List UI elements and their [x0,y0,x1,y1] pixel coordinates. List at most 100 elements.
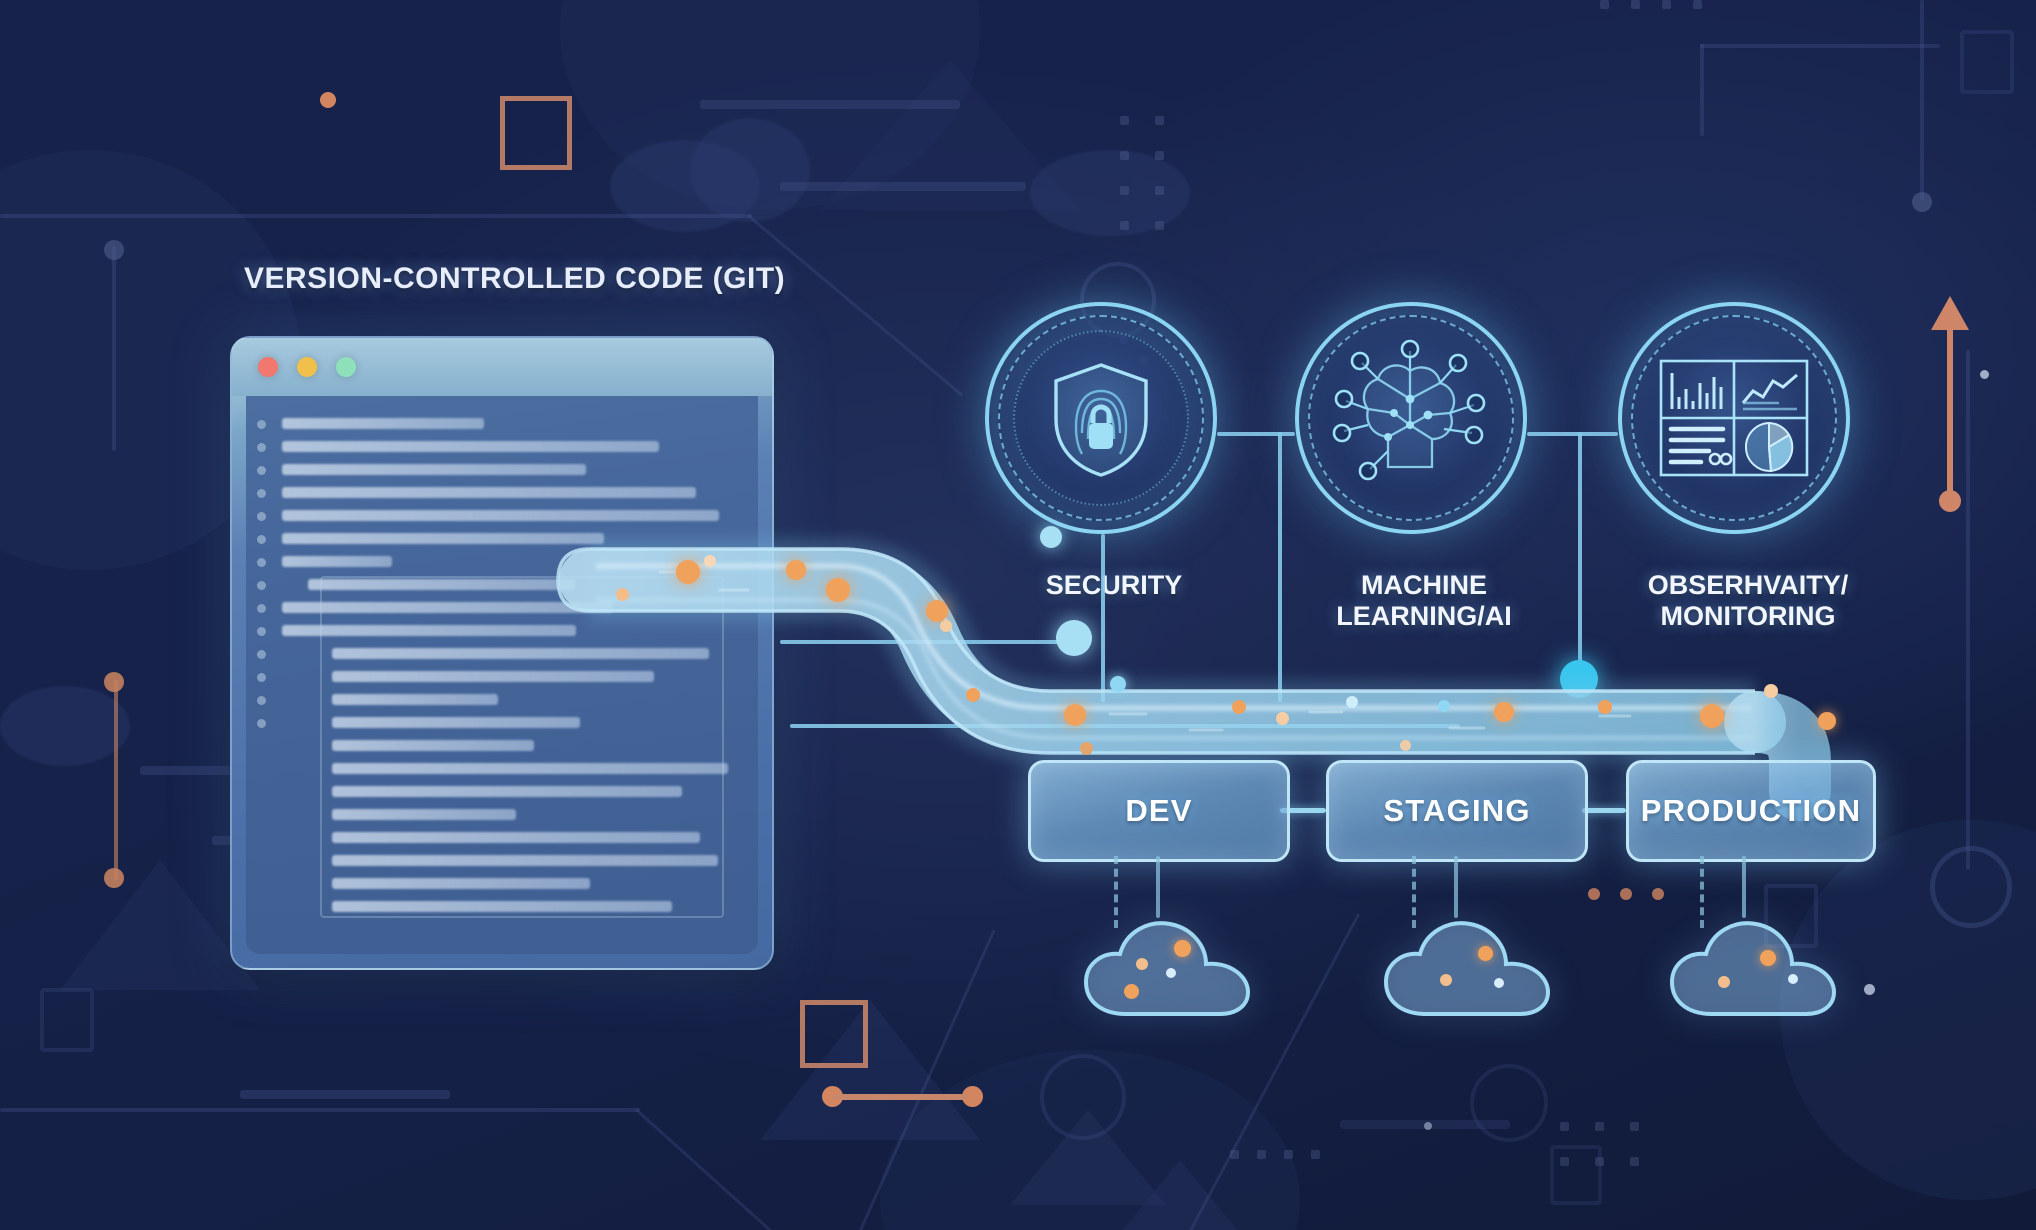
circuit-trace [1966,350,1970,870]
data-particle [926,600,948,622]
pipeline-stage-staging[interactable]: STAGING [1326,760,1588,862]
circuit-trace [112,246,116,451]
data-particle [1232,700,1246,714]
decor-orange-connector [832,1094,968,1100]
connector-endpoint [1560,660,1598,698]
code-line [282,418,485,429]
connector-endpoint [1040,526,1062,548]
neural-brain-icon [1295,302,1527,534]
code-gutter [246,396,276,954]
circuit-node-ring [1930,846,2012,928]
circuit-trace [1700,44,1940,48]
circuit-node-dot [104,672,124,692]
pipeline-stage-dev[interactable]: DEV [1028,760,1290,862]
decor-orange-square [500,96,572,170]
decor-text-bar [240,1090,450,1099]
arrow-up-icon [1930,296,1970,512]
maximize-icon[interactable] [336,357,356,377]
code-line [332,878,590,889]
decor-cloud-shape [0,686,130,766]
circuit-trace [1700,44,1704,136]
circuit-trace [1920,0,1924,200]
code-editor-window[interactable] [230,336,774,970]
window-titlebar [232,338,772,396]
icon-connector [1217,432,1295,436]
icon-connector [1527,432,1618,436]
decor-cloud-shape [610,140,760,232]
code-line [282,625,577,636]
stage-cloud-link [1742,856,1746,918]
code-line [282,602,614,613]
data-particle [940,620,952,632]
code-line [282,556,393,567]
decor-text-bar [700,100,960,109]
decor-orange-dot [962,1086,983,1107]
decor-text-bar [780,182,1026,191]
decor-text-bar [1340,1120,1510,1129]
decor-orange-dot [822,1086,843,1107]
stage-connector [1582,808,1626,813]
data-particle [966,688,980,702]
data-particle [704,555,716,567]
data-particle [1438,700,1450,712]
code-line [332,671,654,682]
cloud-icon-production[interactable] [1664,906,1854,1026]
icon-connector [1278,432,1282,702]
code-line [332,855,719,866]
icon-connector [790,724,1460,728]
data-particle [826,578,850,602]
code-area[interactable] [246,396,758,954]
minimize-icon[interactable] [297,357,317,377]
decor-triangle [1090,1160,1270,1230]
code-line [308,579,575,590]
circuit-trace [858,929,996,1230]
cloud-particle [1718,976,1730,988]
capability-label-observability: OBSERHVAITY/ MONITORING [1647,570,1849,632]
cloud-particle [1166,968,1176,978]
pipeline-stage-label: PRODUCTION [1640,793,1862,828]
icon-dotted-ring [1013,330,1189,506]
decor-orange-dot [1588,888,1600,900]
close-icon[interactable] [258,357,278,377]
capability-icon-observability[interactable] [1618,302,1850,534]
data-particle [1080,742,1093,755]
capability-label-machine-learning: MACHINE LEARNING/AI [1336,570,1512,632]
stage-cloud-link [1412,856,1420,928]
cloud-icon-staging[interactable] [1378,906,1568,1026]
cloud-particle [1136,958,1148,970]
circuit-trace [0,214,752,218]
decor-square-outline [1550,1145,1602,1205]
code-line [282,441,660,452]
shield-lock-fingerprint-icon [985,302,1217,534]
decor-square-outline [1960,30,2014,94]
code-line [282,510,719,521]
capability-icon-machine-learning[interactable] [1295,302,1527,534]
cloud-icon-dev[interactable] [1078,906,1268,1026]
circuit-node-dot [104,240,124,260]
circuit-node-dot [1912,192,1932,212]
capability-label-security: SECURITY [1045,570,1183,600]
data-particle [1598,700,1612,714]
code-lines [276,396,758,954]
data-particle [1276,712,1289,725]
code-line [332,740,535,751]
cloud-particle [1494,978,1504,988]
capability-icon-security[interactable] [985,302,1217,534]
decor-blob [560,0,980,210]
circuit-trace [747,214,964,397]
code-line [332,901,673,912]
code-line [332,832,700,843]
code-line [332,694,498,705]
cloud-particle [1440,974,1452,986]
decor-dot-grid [1230,1150,1320,1159]
pipeline-stage-production[interactable]: PRODUCTION [1626,760,1876,862]
decor-dot-grid [1120,116,1164,230]
window-controls[interactable] [258,357,356,377]
pipeline-stage-label: STAGING [1383,793,1531,828]
data-particle [786,560,806,580]
code-line [282,533,604,544]
decor-triangle [760,1000,980,1140]
data-particle [1494,702,1514,722]
decor-orange-dot [1620,888,1632,900]
